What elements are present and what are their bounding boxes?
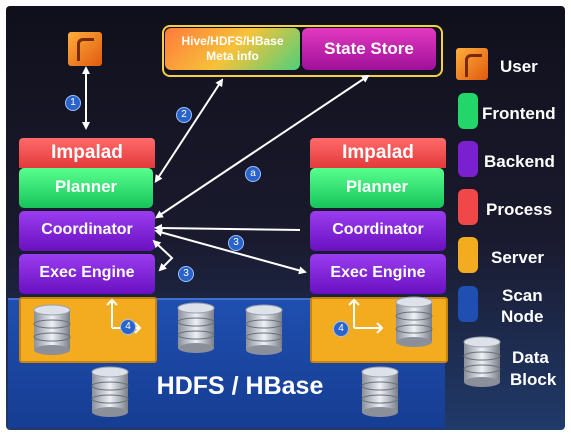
arrow-coord-own-exec	[152, 239, 174, 272]
meta-info-line2: Meta info	[206, 49, 259, 63]
step-4-badge: 4	[333, 321, 349, 337]
left-impalad: Impalad	[19, 138, 155, 168]
step-3-badge: 3	[178, 266, 194, 282]
legend-user: User	[500, 57, 538, 76]
meta-info-box: Hive/HDFS/HBase Meta info	[165, 28, 300, 70]
legend-backend: Backend	[484, 152, 555, 171]
arrow-coord-exec	[154, 228, 307, 275]
legend-scan-node-line1: Scan	[502, 286, 543, 305]
legend-backend-swatch	[458, 141, 478, 177]
arrow-coord-coord	[154, 224, 301, 233]
step-3-badge: 3	[228, 235, 244, 251]
arrow-coordinator-statestore	[155, 74, 370, 219]
arrow-planner-meta	[154, 78, 224, 184]
step-a-badge: a	[245, 166, 261, 182]
data-block-icon	[361, 366, 399, 418]
state-store-box: State Store	[302, 28, 436, 70]
user-icon	[68, 32, 102, 66]
legend-data-block-icon	[463, 336, 501, 388]
step-1-badge: 1	[65, 95, 81, 111]
data-block-icon	[177, 302, 215, 354]
legend-user-icon	[456, 48, 488, 80]
right-exec-engine: Exec Engine	[310, 254, 446, 294]
legend-process-swatch	[458, 189, 478, 225]
data-block-icon	[91, 366, 129, 418]
legend-scan-node-line2: Node	[501, 307, 544, 326]
legend-data-block-line1: Data	[512, 348, 549, 367]
left-planner: Planner	[19, 168, 153, 208]
data-block-icon	[33, 304, 71, 356]
legend-process: Process	[486, 200, 553, 219]
legend-server: Server	[491, 248, 544, 267]
left-exec-engine: Exec Engine	[19, 254, 155, 294]
data-block-icon	[245, 304, 283, 356]
data-block-icon	[395, 296, 433, 348]
legend-scan-node-swatch	[458, 286, 478, 322]
legend-server-swatch	[458, 237, 478, 273]
hdfs-hbase-label: HDFS / HBase	[156, 372, 324, 400]
legend-frontend: Frontend	[482, 104, 556, 123]
left-coordinator: Coordinator	[19, 211, 155, 251]
step-4-badge: 4	[120, 319, 136, 335]
meta-info-line1: Hive/HDFS/HBase	[181, 34, 284, 48]
legend-frontend-swatch	[458, 93, 478, 129]
scan-arrow-right	[353, 302, 380, 329]
step-2-badge: 2	[176, 107, 192, 123]
legend-data-block-line2: Block	[510, 370, 557, 389]
